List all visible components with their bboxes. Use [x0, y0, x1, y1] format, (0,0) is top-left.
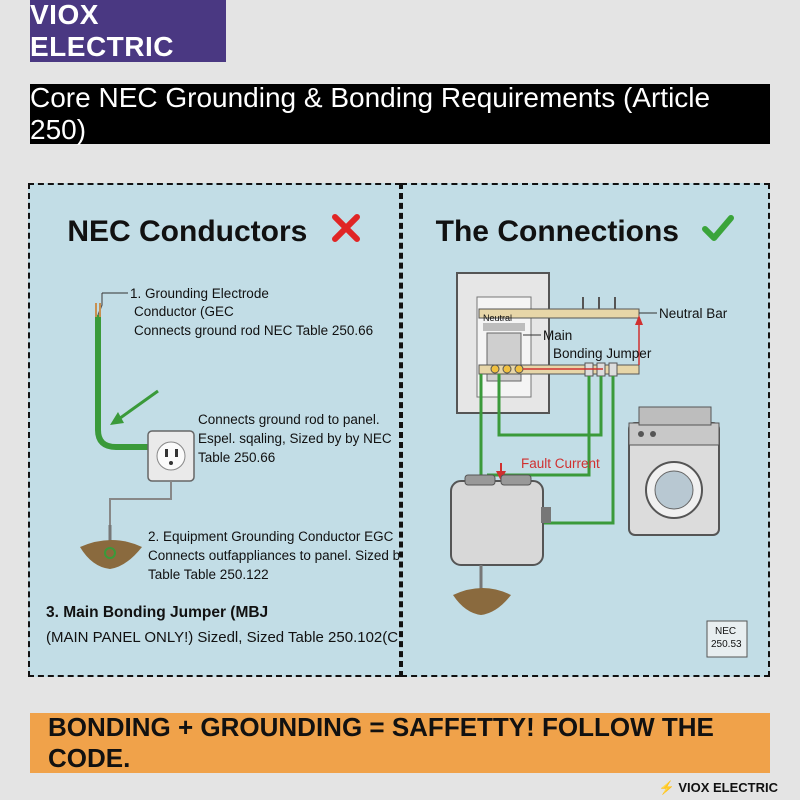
connections-heading-text: The Connections — [435, 215, 679, 248]
neutral-bar-label: Neutral Bar — [659, 306, 728, 321]
mbj-title: 3. Main Bonding Jumper (MBJ — [46, 604, 269, 621]
mbj-description: (MAIN PANEL ONLY!) Sizedl, Sized Table 2… — [46, 629, 401, 646]
footer-brand-text: VIOX ELECTRIC — [678, 780, 778, 795]
gec-description: Connects ground rod NEC Table 250.66 — [134, 323, 374, 338]
nec-badge-line2: 250.53 — [711, 639, 742, 650]
gec-label-line1: 1. Grounding Electrode — [130, 286, 269, 301]
connections-heading: The Connections — [403, 213, 768, 251]
page-title: Core NEC Grounding & Bonding Requirement… — [30, 82, 770, 145]
mbj-label-line1: Main — [543, 328, 573, 343]
x-mark-icon — [330, 213, 362, 251]
conductors-panel: NEC Conductors 1. Grounding Electrode Co… — [28, 183, 401, 677]
conductors-heading-text: NEC Conductors — [67, 215, 308, 248]
note-line2: Espel. sqaling, Sized by by NEC — [198, 431, 392, 446]
nec-badge-line1: NEC — [715, 626, 737, 637]
connections-illustration — [450, 272, 748, 658]
mbj-label-line2: Bonding Jumper — [553, 346, 652, 361]
egc-title: 2. Equipment Grounding Conductor EGC — [148, 529, 394, 544]
note-line3: Table 250.66 — [198, 450, 276, 465]
egc-table: Table Table 250.122 — [148, 567, 269, 582]
bolt-icon: ⚡ — [658, 780, 675, 795]
fault-current-label: Fault Current — [521, 456, 600, 471]
note-line1: Connects ground rod to panel. — [198, 412, 380, 427]
egc-description: Connects outfappliances to panel. Sized … — [148, 548, 401, 563]
brand-logo: VIOX ELECTRIC — [30, 0, 226, 62]
check-mark-icon — [701, 213, 735, 251]
safety-banner: BONDING + GROUNDING = SAFFETTY! FOLLOW T… — [30, 712, 770, 773]
connections-panel: The Connections — [401, 183, 770, 677]
conductors-heading: NEC Conductors — [30, 213, 399, 251]
panel-neutral-label: Neutral — [483, 313, 513, 323]
gec-label-line2: Conductor (GEC — [134, 304, 234, 319]
footer-brand: ⚡ VIOX ELECTRIC — [659, 780, 779, 796]
conductors-illustration — [80, 292, 195, 569]
